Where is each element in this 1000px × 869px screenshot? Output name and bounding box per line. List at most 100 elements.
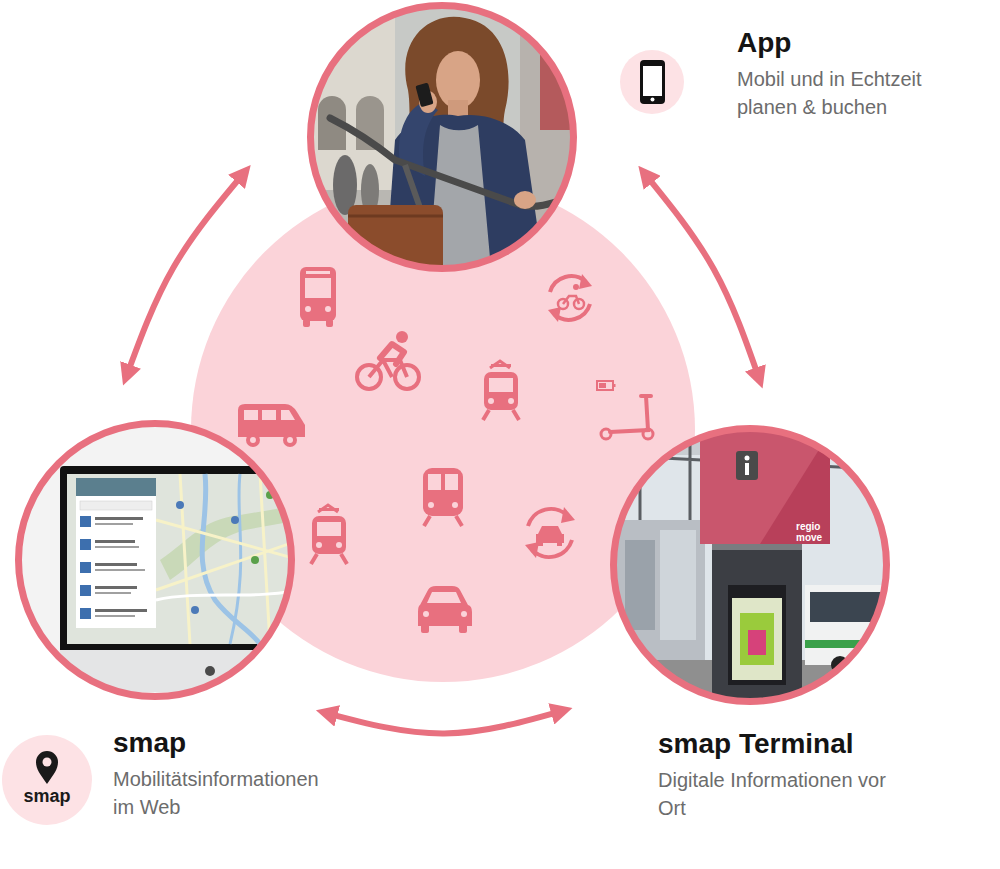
train-icon [428,474,458,490]
channel-description: Mobilitätsinformationen im Web [113,765,343,821]
web-map-photo [80,501,152,510]
terminal-photo [605,420,895,710]
double-arrow [324,710,564,733]
car-sharing-icon [528,509,568,526]
van-icon [281,410,295,420]
e-scooter-icon [599,383,606,388]
terminal-photo [740,613,774,665]
tram-icon [317,522,341,536]
e-scooter-icon [610,396,651,432]
kiosk-brand-label: regio move [796,521,832,543]
phone-icon [620,50,684,114]
bus-icon [300,267,336,321]
transport-icons [238,267,653,633]
app-user-photo [300,0,590,280]
circle-outline [307,2,577,272]
car-sharing-icon [525,542,539,558]
app-user-photo [415,83,433,108]
terminal-photo [805,640,895,648]
app-user-photo [300,0,590,280]
terminal-photo [625,540,655,630]
bike-sharing-icon [548,274,592,322]
e-scooter-icon [597,381,613,390]
map-pin-icon [36,751,58,784]
e-scooter-icon [643,429,653,439]
terminal-photo [732,598,782,680]
web-map-photo [95,540,135,543]
tram-icon [319,508,339,511]
terminal-photo [712,544,802,704]
car-icon [418,586,472,626]
web-map-photo [95,592,131,594]
web-map-photo [80,562,91,573]
circle-outline [610,425,890,705]
web-map-photo [80,539,91,550]
web-map-photo [67,474,300,644]
circle-outline [2,735,92,825]
channel-title: App [737,26,967,60]
bike-sharing-icon [563,296,579,304]
tram-icon [489,378,513,392]
terminal-photo [728,585,786,685]
bus-icon [305,278,331,298]
web-map-photo [80,516,91,527]
bicycle-icon [396,331,408,343]
terminal-photo [605,420,895,710]
tram-icon [488,398,494,404]
tram-icon [336,542,342,548]
web-map-photo [95,523,133,525]
van-icon [238,404,305,437]
channel-description: Digitale Informationen vor Ort [658,766,888,822]
van-icon [262,410,276,420]
circle-outline [311,6,574,269]
web-map-photo [95,563,137,566]
tram-icon [318,505,338,512]
web-map-photo [10,415,300,712]
tram-icon [312,516,346,554]
web-map-photo [95,586,137,589]
web-map-photo [176,501,184,509]
car-sharing-icon [561,507,575,523]
web-photo-circle: smapMobilitätsinformationen im Web [15,420,295,700]
tram-icon [316,542,322,548]
web-map-photo [231,516,239,524]
terminal-photo-circle: smap TerminalDigitale Informationen vor … [610,425,890,705]
app-user-photo [514,191,536,209]
bus-icon [326,319,333,327]
logo-badge: smap [2,735,92,825]
channel-title: smap Terminal [658,727,888,761]
map-pin-icon [43,758,52,767]
web-map-photo [205,666,215,676]
app-user-photo [330,118,578,206]
web-map-photo [95,609,147,612]
terminal-photo [712,544,802,550]
web-map-photo [95,546,139,548]
van-icon [244,410,258,420]
double-arrow [644,173,760,381]
car-sharing-icon [557,542,562,546]
bus-icon [306,271,330,274]
tram-icon [508,398,514,404]
web-map-photo [156,590,300,600]
car-icon [421,624,429,633]
train-icon [441,474,445,490]
bus-icon [303,319,310,327]
web-map-photo [76,478,156,628]
e-scooter-icon [601,429,611,439]
tram-icon [484,372,518,410]
web-map-photo [76,478,156,496]
car-icon [461,611,467,617]
terminal-photo [748,630,766,655]
bus-icon [325,306,331,312]
circle-outline [15,420,295,700]
double-arrow [126,172,245,378]
terminal-photo [745,463,749,475]
bicycle-icon [357,331,419,389]
van-icon [238,404,305,447]
app-user-photo [348,215,443,218]
train-icon [452,502,458,508]
car-icon [423,611,429,617]
text-block: smapMobilitätsinformationen im Web [113,726,343,821]
van-icon [287,437,293,443]
